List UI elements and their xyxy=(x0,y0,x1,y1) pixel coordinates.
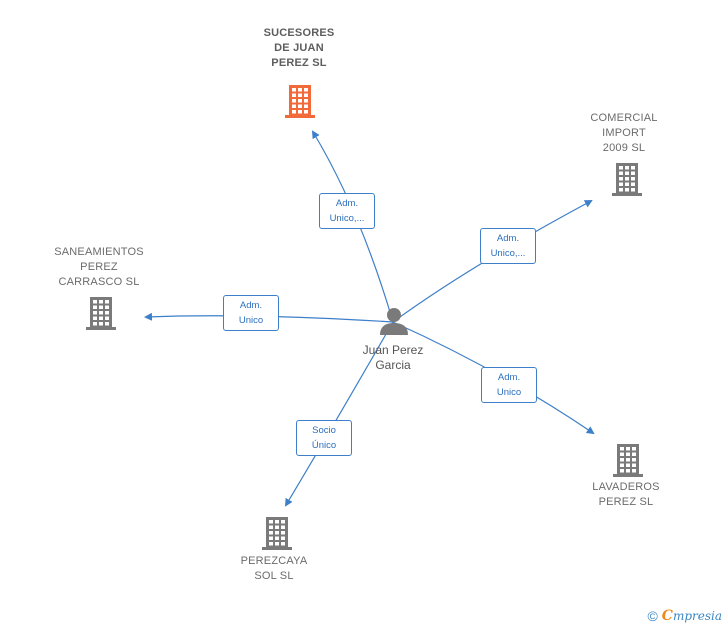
edge-label-perezcaya[interactable]: Socio Único xyxy=(296,420,352,456)
building-icon-perezcaya[interactable] xyxy=(262,517,292,550)
company-label-sucesores[interactable]: SUCESORES DE JUAN PEREZ SL xyxy=(263,26,335,69)
building-icon-lavaderos[interactable] xyxy=(613,444,643,477)
company-label-saneamientos[interactable]: SANEAMIENTOS PEREZ CARRASCO SL xyxy=(54,245,144,288)
building-icon-comercial[interactable] xyxy=(612,163,642,196)
company-label-comercial[interactable]: COMERCIAL IMPORT 2009 SL xyxy=(590,111,658,154)
edge-label-saneamientos[interactable]: Adm. Unico xyxy=(223,295,279,331)
person-label[interactable]: Juan Perez Garcia xyxy=(362,343,424,372)
building-icon-saneamientos[interactable] xyxy=(86,297,116,330)
person-icon[interactable] xyxy=(380,308,408,335)
company-label-perezcaya[interactable]: PEREZCAYA SOL SL xyxy=(240,555,308,582)
copyright-symbol: © xyxy=(647,608,658,624)
company-label-lavaderos[interactable]: LAVADEROS PEREZ SL xyxy=(592,481,660,508)
building-icon-sucesores[interactable] xyxy=(285,85,315,118)
edge-label-comercial[interactable]: Adm. Unico,... xyxy=(480,228,536,264)
brand-logo: Cmpresia xyxy=(661,608,722,624)
edge-label-lavaderos[interactable]: Adm. Unico xyxy=(481,367,537,403)
footer-brand: © Cmpresia xyxy=(647,608,722,624)
edge-label-sucesores[interactable]: Adm. Unico,... xyxy=(319,193,375,229)
